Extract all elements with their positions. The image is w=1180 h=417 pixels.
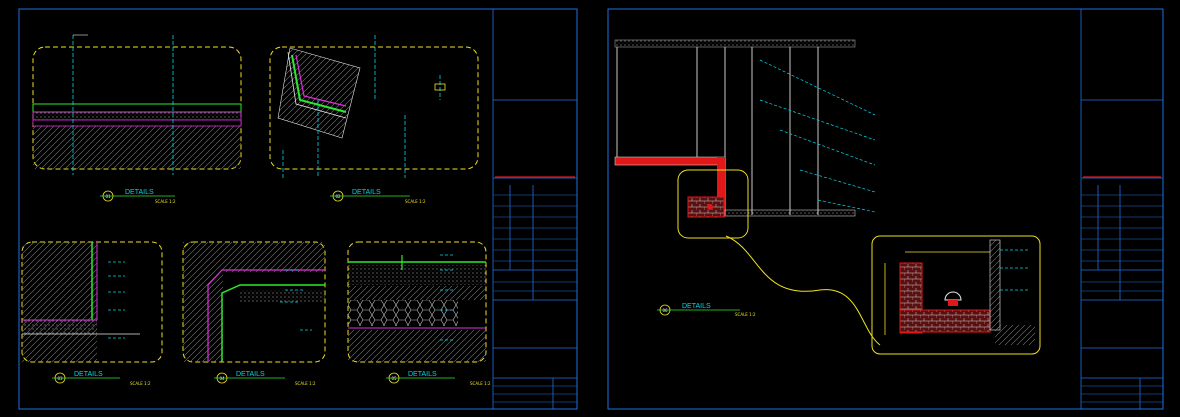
sheet-2: 06 DETAILS SCALE 1:2 bbox=[607, 8, 1164, 410]
sheet-1-title-rows bbox=[493, 194, 577, 403]
enlarged-detail bbox=[871, 235, 1041, 355]
detail-title-05: 05 DETAILS SCALE 1:2 bbox=[386, 371, 491, 386]
detail-title-03: 03 DETAILS SCALE 1:2 bbox=[52, 371, 151, 386]
detail-title: DETAILS bbox=[236, 371, 265, 378]
detail-title: DETAILS bbox=[682, 303, 711, 310]
detail-title-02: 02 DETAILS SCALE 1:2 bbox=[330, 189, 426, 204]
detail-marker-number: 06 bbox=[662, 308, 668, 313]
drawing-line bbox=[779, 129, 876, 166]
detail-scale: SCALE 1:2 bbox=[295, 381, 316, 386]
detail-marker-number: 05 bbox=[391, 376, 397, 381]
detail-scale: SCALE 1:2 bbox=[470, 381, 491, 386]
detail-scale: SCALE 1:2 bbox=[735, 312, 756, 317]
detail-04-drawing bbox=[182, 241, 326, 363]
ceiling-section bbox=[614, 39, 881, 346]
detail-title: DETAILS bbox=[74, 371, 103, 378]
detail-marker-number: 01 bbox=[105, 194, 111, 199]
detail-03-drawing bbox=[21, 241, 163, 363]
detail-title: DETAILS bbox=[125, 189, 154, 196]
detail-title-04: 04 DETAILS SCALE 1:2 bbox=[214, 371, 316, 386]
detail-01-drawing bbox=[32, 34, 242, 175]
drawing-line bbox=[759, 99, 876, 141]
detail-title-06: 06 DETAILS SCALE 1:2 bbox=[657, 303, 756, 317]
sheet-2-title-block bbox=[1080, 8, 1164, 410]
drawing-line bbox=[759, 59, 876, 116]
detail-title: DETAILS bbox=[408, 371, 437, 378]
detail-scale: SCALE 1:2 bbox=[130, 381, 151, 386]
detail-05-drawing bbox=[347, 241, 487, 363]
sheet-2-leaders bbox=[759, 59, 1030, 291]
detail-marker-number: 02 bbox=[335, 194, 341, 199]
detail-title: DETAILS bbox=[352, 189, 381, 196]
sheet-1-leaders bbox=[108, 254, 455, 341]
detail-title-01: 01 DETAILS SCALE 1:2 bbox=[100, 189, 176, 204]
detail-02-drawing bbox=[269, 35, 479, 178]
detail-marker-number: 03 bbox=[57, 376, 63, 381]
detail-scale: SCALE 1:2 bbox=[405, 199, 426, 204]
sheet-1: 01 DETAILS SCALE 1:2 02 DETAILS SCALE 1:… bbox=[18, 8, 578, 410]
detail-marker-number: 04 bbox=[219, 376, 225, 381]
sheet-2-title-rows bbox=[1081, 194, 1163, 403]
detail-scale: SCALE 1:2 bbox=[155, 199, 176, 204]
sheet-1-title-block bbox=[492, 8, 578, 410]
drawing-line bbox=[799, 169, 876, 193]
